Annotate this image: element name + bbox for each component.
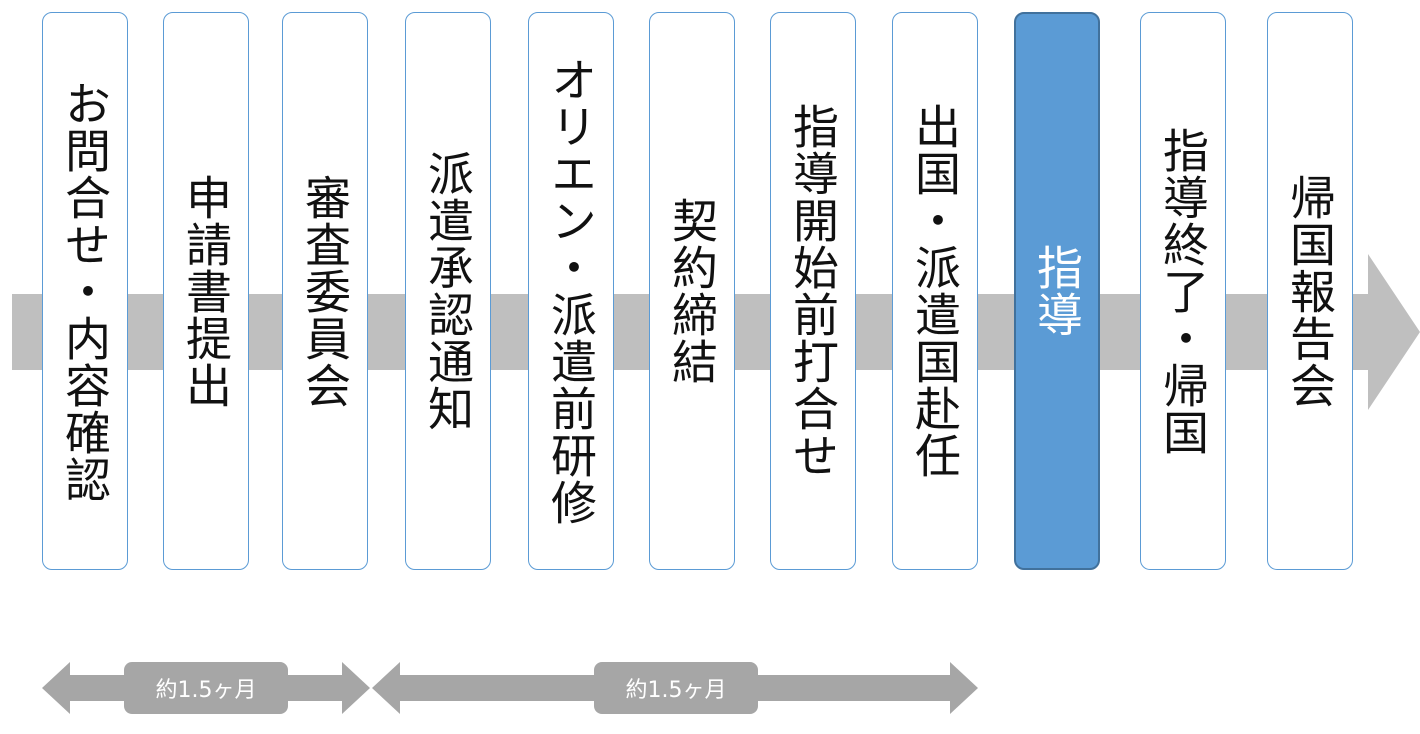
step-review-committee: 審査委員会	[282, 12, 368, 570]
step-inquiry: お問合せ・内容確認	[42, 12, 128, 570]
step-contract: 契約締結	[649, 12, 735, 570]
step-label: 帰国報告会	[1283, 173, 1337, 409]
step-label: オリエン・派遣前研修	[544, 56, 598, 526]
step-label: お問合せ・内容確認	[58, 79, 112, 503]
step-label: 出国・派遣国赴任	[908, 103, 962, 479]
step-dispatch-approval: 派遣承認通知	[405, 12, 491, 570]
step-pre-meeting: 指導開始前打合せ	[770, 12, 856, 570]
step-label: 申請書提出	[179, 173, 233, 409]
step-return-report: 帰国報告会	[1267, 12, 1353, 570]
step-label: 契約締結	[665, 197, 719, 385]
step-guidance-end-return: 指導終了・帰国	[1140, 12, 1226, 570]
step-guidance-current: 指導	[1014, 12, 1100, 570]
step-label: 指導終了・帰国	[1156, 126, 1210, 456]
duration-label-2: 約1.5ヶ月	[594, 662, 758, 714]
step-application: 申請書提出	[163, 12, 249, 570]
step-label: 派遣承認通知	[421, 150, 475, 432]
duration-label-1: 約1.5ヶ月	[124, 662, 288, 714]
step-label: 指導開始前打合せ	[786, 103, 840, 479]
step-orientation-training: オリエン・派遣前研修	[528, 12, 614, 570]
step-label: 審査委員会	[298, 173, 352, 409]
step-departure: 出国・派遣国赴任	[892, 12, 978, 570]
step-label: 指導	[1030, 244, 1084, 338]
